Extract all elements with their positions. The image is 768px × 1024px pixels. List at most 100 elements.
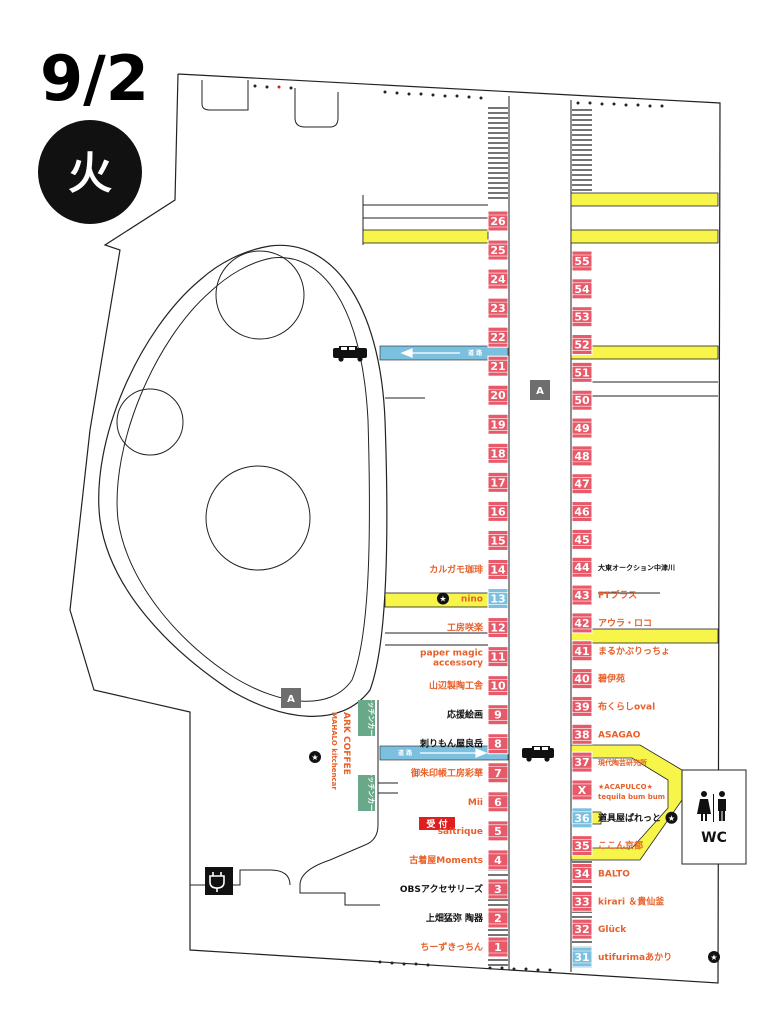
date-title: 9/2 — [40, 42, 149, 115]
booth-31[interactable]: 31 — [571, 946, 593, 968]
booth-15[interactable]: 15 — [487, 529, 509, 551]
booth-number: 54 — [574, 283, 590, 296]
vendor-name: ちーずきっちん — [420, 941, 483, 953]
booth-46[interactable]: 46 — [571, 501, 593, 523]
booth-4[interactable]: 4 — [487, 849, 509, 871]
booth-35[interactable]: 35 — [571, 835, 593, 857]
booth-8[interactable]: 8 — [487, 733, 509, 755]
booth-33[interactable]: 33 — [571, 890, 593, 912]
booth-X[interactable]: X — [571, 779, 593, 801]
booth-10[interactable]: 10 — [487, 675, 509, 697]
vendor-name: ★ACAPULCO★ — [598, 783, 653, 791]
booth-5[interactable]: 5 — [487, 820, 509, 842]
booth-34[interactable]: 34 — [571, 862, 593, 884]
vendor-name: 現代陶芸研究所 — [598, 758, 647, 767]
vendor-name: 応援絵画 — [447, 709, 483, 721]
green-sign-b: キッチンカーB — [358, 694, 375, 742]
booth-18[interactable]: 18 — [487, 442, 509, 464]
booth-37[interactable]: 37 — [571, 751, 593, 773]
ark-star-icon: ★ — [309, 751, 321, 763]
booth-number: 33 — [574, 895, 589, 908]
svg-text:A: A — [287, 694, 295, 705]
booth-number: 35 — [574, 840, 589, 853]
power-outlet-icon — [205, 867, 233, 895]
booth-41[interactable]: 41 — [571, 640, 593, 662]
booth-50[interactable]: 50 — [571, 389, 593, 411]
booth-number: 22 — [490, 331, 505, 344]
booth-51[interactable]: 51 — [571, 361, 593, 383]
booth-52[interactable]: 52 — [571, 334, 593, 356]
booth-7[interactable]: 7 — [487, 762, 509, 784]
booth-21[interactable]: 21 — [487, 355, 509, 377]
booth-16[interactable]: 16 — [487, 500, 509, 522]
booth-2[interactable]: 2 — [487, 907, 509, 929]
booth-43[interactable]: 43 — [571, 584, 593, 606]
booth-48[interactable]: 48 — [571, 445, 593, 467]
booth-45[interactable]: 45 — [571, 528, 593, 550]
booth-number: 6 — [494, 796, 502, 809]
booth-36[interactable]: 36 — [571, 807, 593, 829]
booth-26[interactable]: 26 — [487, 210, 509, 232]
booth-47[interactable]: 47 — [571, 473, 593, 495]
booth-number: 20 — [490, 389, 506, 402]
vendor-name-line2: accessory — [433, 659, 483, 669]
top-room — [201, 80, 249, 111]
booth-number: 25 — [490, 244, 505, 257]
booth-3[interactable]: 3 — [487, 878, 509, 900]
booth-13[interactable]: 13 — [487, 588, 509, 610]
tree-3 — [205, 465, 311, 571]
booth-42[interactable]: 42 — [571, 612, 593, 634]
booth-number: 43 — [574, 589, 589, 602]
booth-20[interactable]: 20 — [487, 384, 509, 406]
park-inner-path — [116, 257, 370, 702]
booth-53[interactable]: 53 — [571, 306, 593, 328]
kitchen-car-icon-lower — [522, 746, 554, 762]
booth-19[interactable]: 19 — [487, 413, 509, 435]
vendor-name: カルガモ珈琲 — [429, 563, 483, 575]
vendor-name: 古着屋Moments — [409, 854, 483, 866]
booth-49[interactable]: 49 — [571, 417, 593, 439]
booth-number: 50 — [574, 394, 590, 407]
booth-55[interactable]: 55 — [571, 250, 593, 272]
svg-text:受 付: 受 付 — [426, 818, 447, 830]
vendor-name: 大東オークション中津川 — [598, 563, 675, 572]
vendor-name: ここん京都 — [598, 840, 643, 852]
booth-22[interactable]: 22 — [487, 326, 509, 348]
booth-number: X — [578, 784, 587, 797]
ark-coffee-label: ARK COFFEE — [341, 712, 351, 775]
booth-24[interactable]: 24 — [487, 268, 509, 290]
tree-1 — [215, 250, 305, 340]
road-label-upper: 道 路 — [468, 349, 483, 357]
top-right-room — [294, 88, 339, 128]
booth-38[interactable]: 38 — [571, 723, 593, 745]
booth-12[interactable]: 12 — [487, 617, 509, 639]
booth-number: 41 — [574, 645, 589, 658]
booth-39[interactable]: 39 — [571, 695, 593, 717]
booth-number: 17 — [490, 476, 505, 489]
vendor-name: Glück — [598, 925, 627, 935]
star-icon: ★ — [708, 951, 720, 963]
booth-40[interactable]: 40 — [571, 668, 593, 690]
booth-number: 32 — [574, 923, 589, 936]
vendor-name: Mii — [468, 798, 483, 808]
booth-number: 34 — [574, 867, 590, 880]
booth-number: 16 — [490, 505, 506, 518]
booth-14[interactable]: 14 — [487, 558, 509, 580]
booth-number: 15 — [490, 534, 505, 547]
bottom-dots — [378, 960, 552, 972]
marker-a-park: A — [281, 688, 301, 708]
booth-44[interactable]: 44 — [571, 556, 593, 578]
booth-17[interactable]: 17 — [487, 471, 509, 493]
booth-6[interactable]: 6 — [487, 791, 509, 813]
booth-9[interactable]: 9 — [487, 704, 509, 726]
booth-23[interactable]: 23 — [487, 297, 509, 319]
booth-1[interactable]: 1 — [487, 936, 509, 958]
svg-text:★: ★ — [710, 953, 717, 962]
vendor-name: 道具屋ぱれっと — [598, 812, 661, 824]
booth-32[interactable]: 32 — [571, 918, 593, 940]
booth-11[interactable]: 11 — [487, 646, 509, 668]
booth-number: 26 — [490, 215, 506, 228]
booth-25[interactable]: 25 — [487, 239, 509, 261]
booth-54[interactable]: 54 — [571, 278, 593, 300]
